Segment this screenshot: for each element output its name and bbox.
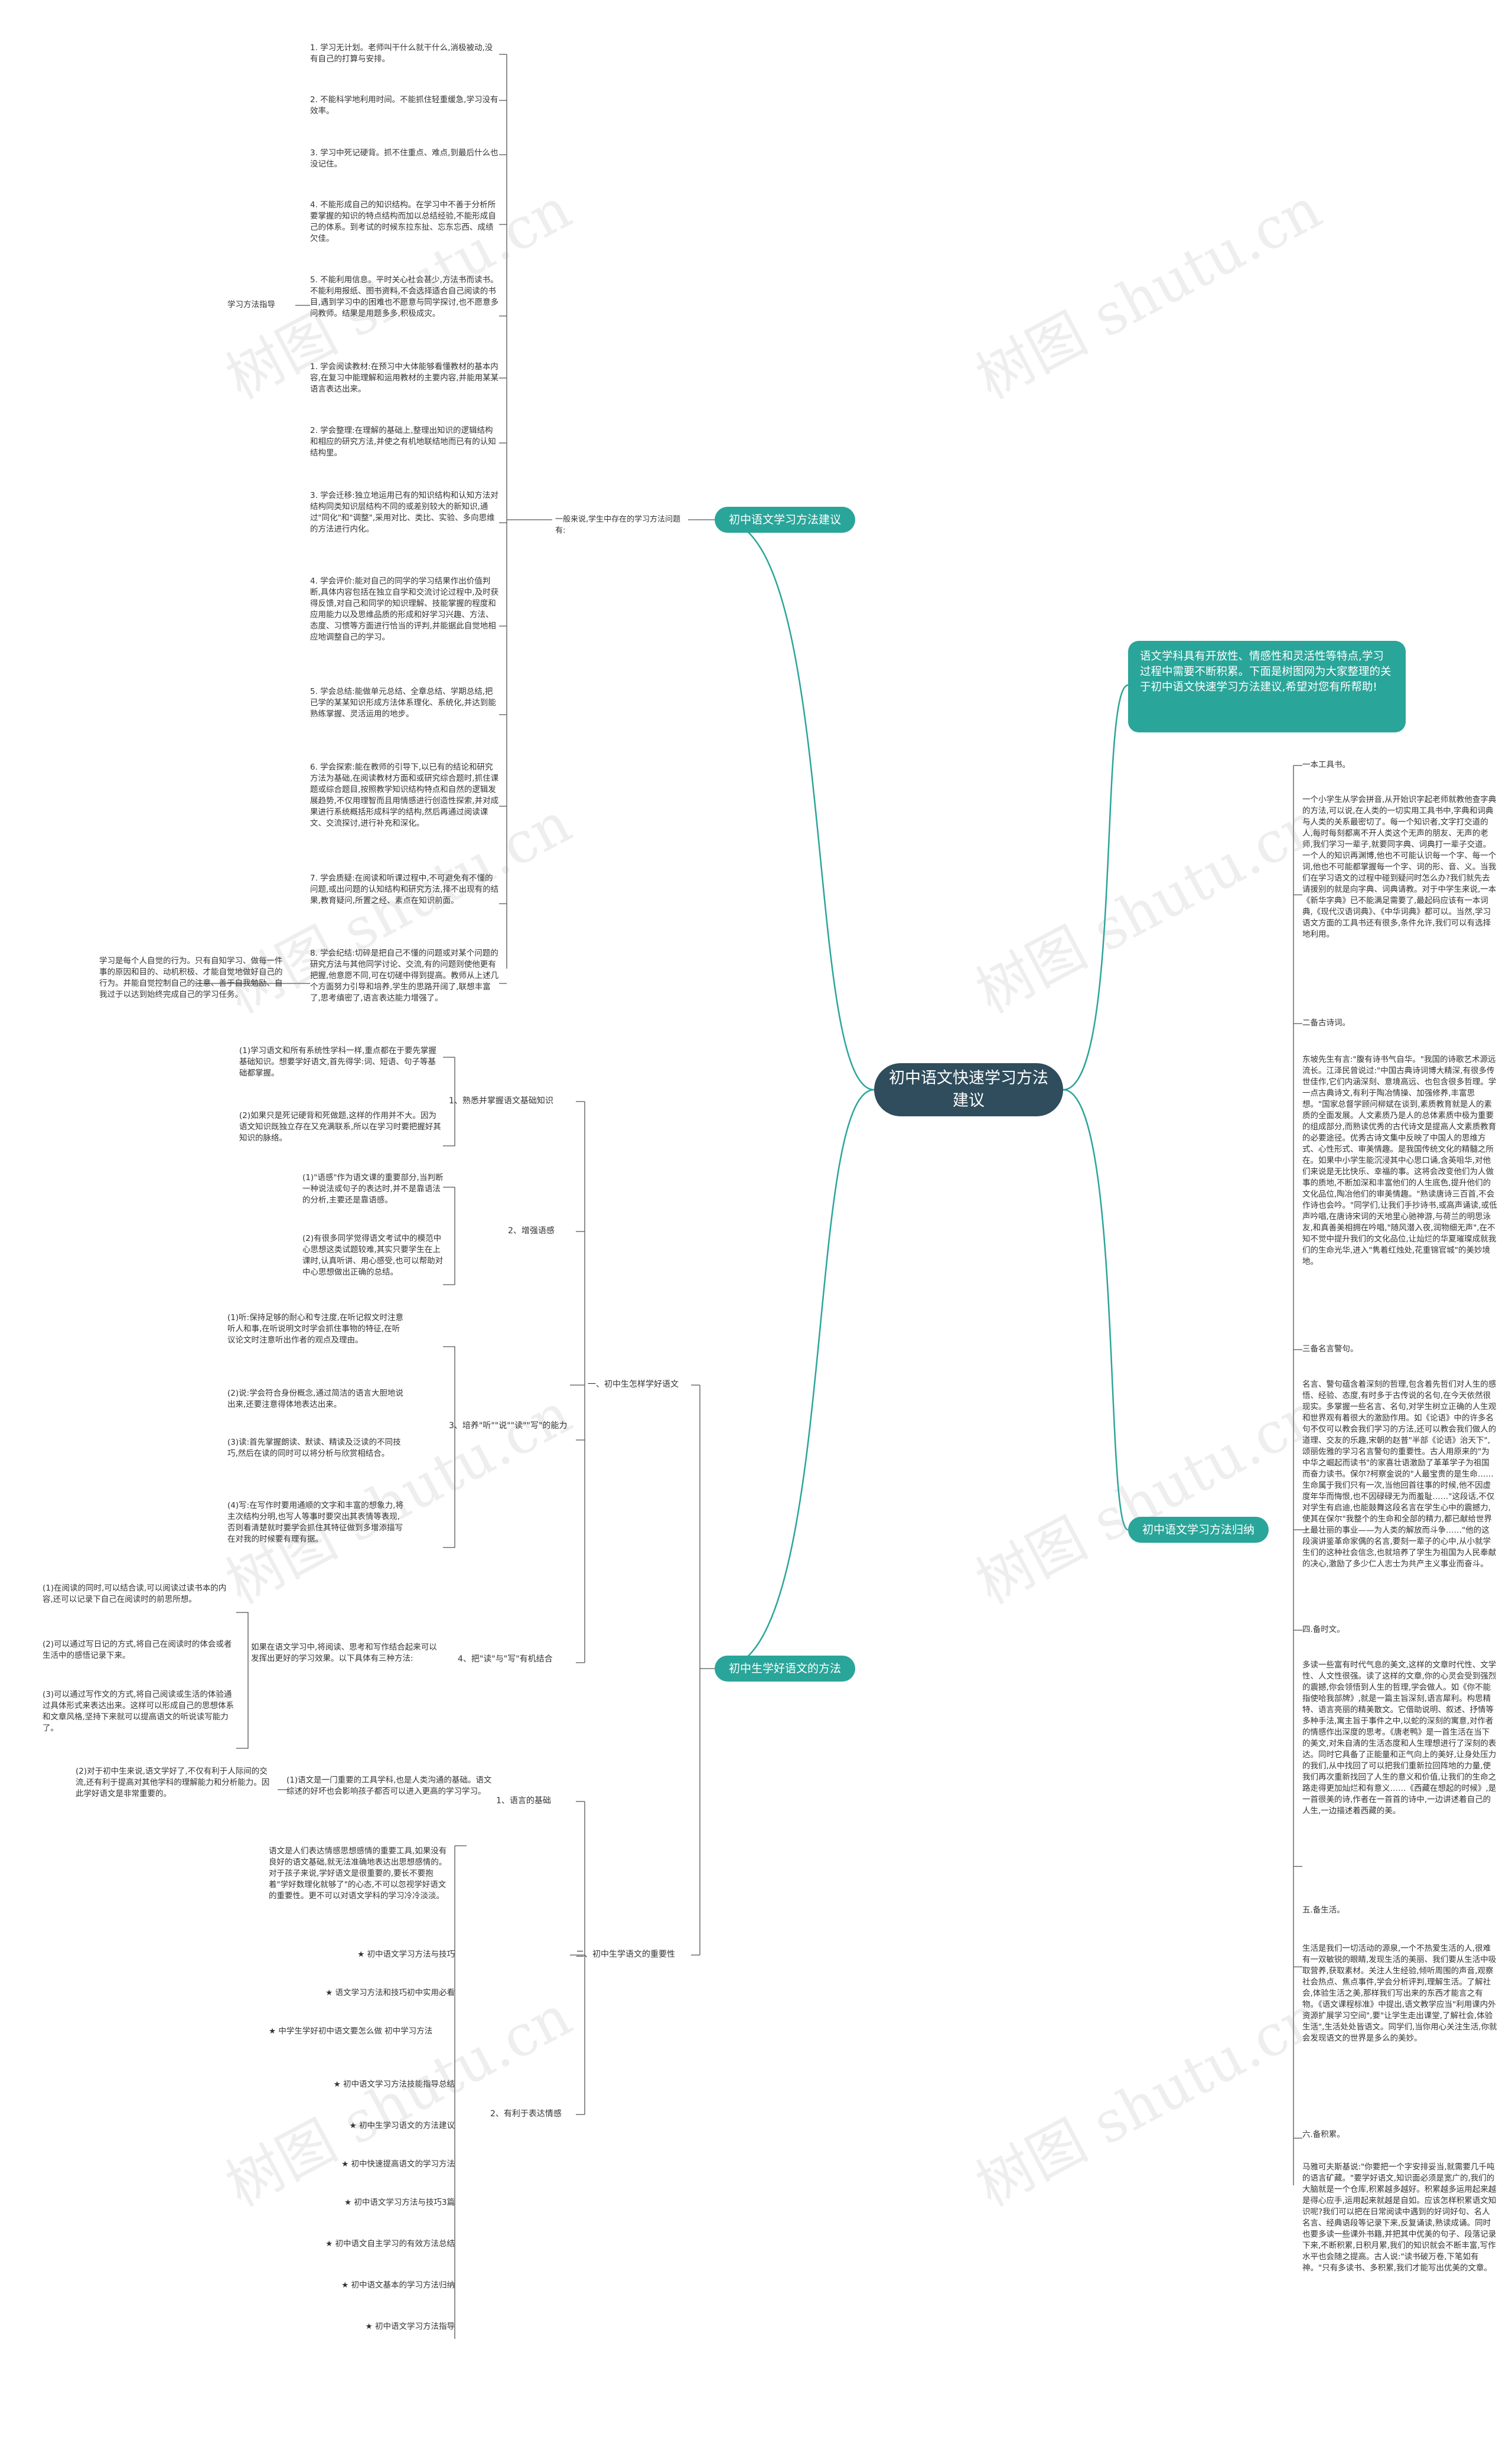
topic-item[interactable]: 马雅可夫斯基说:"你要把一个字安排妥当,就需要几千吨的语言矿藏。"要学好语文,知…: [1302, 2162, 1497, 2273]
related-link[interactable]: ★ 初中快速提高语文的学习方法: [341, 2159, 455, 2169]
problem-item[interactable]: 3. 学习中死记硬背。抓不住重点、难点,到最后什么也没记住。: [310, 148, 498, 169]
problem-item[interactable]: 2. 不能科学地利用时间。不能抓住轻重缓急,学习没有效率。: [310, 95, 498, 116]
related-link[interactable]: ★ 初中生学习语文的方法建议: [349, 2121, 455, 2130]
guidance-item[interactable]: 8. 学会纪结:切碎是把自己不懂的问题或对某个问题的研究方法与其他同学讨论、交流…: [310, 949, 499, 1003]
topic-item[interactable]: 六.备积累。: [1302, 2130, 1345, 2139]
related-link[interactable]: ★ 中学生学好初中语文要怎么做 初中学习方法: [269, 2027, 433, 2036]
note[interactable]: (2)如果只是死记硬背和死做题,这样的作用并不大。因为语文知识既独立存在又充满联…: [239, 1111, 441, 1143]
topic-item[interactable]: 三备名言警句。: [1302, 1344, 1358, 1354]
topic-item[interactable]: 一本工具书。: [1302, 760, 1350, 770]
item-read-write[interactable]: 4、把"读"与"写"有机结合: [458, 1654, 553, 1664]
guidance-item[interactable]: 7. 学会质疑:在阅读和听课过程中,不可避免有不懂的问题,或出问题的认知结构和研…: [310, 874, 499, 905]
item-basic-knowledge[interactable]: 1、熟悉并掌握语文基础知识: [449, 1096, 553, 1106]
note[interactable]: (1)"语感"作为语文课的重要部分,当判断一种说法或句子的表达时,并不是靠语法的…: [302, 1173, 444, 1205]
problem-item[interactable]: 1. 学习无计划。老师叫干什么就干什么,消极被动,没有自己的打算与安排。: [310, 43, 493, 64]
guidance-item[interactable]: 2. 学会整理:在理解的基础上,整理出知识的逻辑结构和相应的研究方法,并使之有机…: [310, 426, 496, 458]
branch-method-summary[interactable]: 初中语文学习方法归纳: [1128, 1517, 1269, 1543]
topic-item[interactable]: 生活是我们一切活动的源泉,一个不热爱生活的人,很难有一双敏锐的眼睛,发现生活的美…: [1302, 1944, 1497, 2043]
branch-study-method-advice[interactable]: 初中语文学习方法建议: [715, 507, 856, 533]
item-four-skills[interactable]: 3、培养"听""说""读""写"的能力: [449, 1421, 568, 1431]
problem-item[interactable]: 4. 不能形成自己的知识结构。在学习中不善于分析所要掌握的知识的特点结构而加以总…: [310, 200, 496, 243]
note[interactable]: 语文是人们表达情感思想感情的重要工具,如果没有良好的语文基础,就无法准确地表达出…: [269, 1846, 447, 1901]
item-language-base[interactable]: 1、语言的基础: [496, 1796, 551, 1806]
problem-item[interactable]: 5. 不能利用信息。平时关心社会甚少,方法书而读书。不能利用报纸、图书资料,不会…: [310, 275, 499, 318]
guidance-item[interactable]: 1. 学会阅读教材:在预习中大体能够看懂教材的基本内容,在复习中能理解和运用教材…: [310, 362, 499, 394]
note[interactable]: (1)在阅读的同时,可以结合读,可以阅读过读书本的内容,还可以记录下自己在阅读时…: [43, 1584, 227, 1604]
note[interactable]: (1)语文是一门重要的工具学科,也是人类沟通的基础。语文综述的好坏也会影响孩子都…: [286, 1775, 492, 1796]
guide-label[interactable]: 学习方法指导: [227, 300, 275, 309]
topic-item[interactable]: 五.备生活。: [1302, 1905, 1345, 1915]
related-link[interactable]: ★ 初中语文基本的学习方法归纳: [341, 2280, 455, 2290]
guidance-item[interactable]: 6. 学会探索:能在教师的引导下,以已有的结论和研究方法为基础,在阅读教材方面和…: [310, 763, 499, 828]
topic-item[interactable]: 二备古诗词。: [1302, 1018, 1350, 1028]
part-how-to-learn[interactable]: 一、初中生怎样学好语文: [588, 1380, 679, 1389]
summary-note[interactable]: 学习是每个人自觉的行为。只有自知学习、做每一件事的原因和目的、动机积极、才能自觉…: [99, 956, 283, 999]
note[interactable]: (2)对于初中生来说,语文学好了,不仅有利于人际间的交流,还有利于提高对其他学科…: [76, 1767, 270, 1799]
related-link[interactable]: ★ 语文学习方法和技巧初中实用必看: [325, 1988, 455, 1998]
note[interactable]: (1)听:保持足够的耐心和专注度,在听记叙文时注意听人和事,在听说明文时学会抓住…: [227, 1313, 403, 1345]
topic-item[interactable]: 名言、警句蕴含着深刻的哲理,包含着先哲们对人生的感悟、经验、态度,有时多于古传说…: [1302, 1380, 1497, 1569]
related-link[interactable]: ★ 初中语文学习方法技能指导总结: [333, 2080, 455, 2089]
item-express-emotion[interactable]: 2、有利于表达情感: [490, 2109, 562, 2119]
root-topic[interactable]: 初中语文快速学习方法建议: [874, 1063, 1063, 1116]
note[interactable]: (2)可以通过写日记的方式,将自己在阅读时的体会或者生活中的感悟记录下来。: [43, 1640, 232, 1660]
topic-item[interactable]: 东坡先生有言:"腹有诗书气自华。"我国的诗歌艺术源远流长。江泽民曾说过:"中国古…: [1302, 1055, 1497, 1266]
note[interactable]: (3)读:首先掌握朗读、默读、精读及泛读的不同技巧,然后在读的同时可以将分析与欣…: [227, 1438, 401, 1458]
note[interactable]: (1)学习语文和所有系统性学科一样,重点都在于要先掌握基础知识。想要学好语文,首…: [239, 1046, 436, 1078]
note[interactable]: (4)写:在写作时要用通顺的文字和丰富的想象力,将主次结构分明,也写人等事时要突…: [227, 1501, 403, 1544]
guidance-item[interactable]: 4. 学会评价:能对自己的同学的学习结果作出价值判断,具体内容包括在独立自学和交…: [310, 576, 499, 642]
related-link[interactable]: ★ 初中语文学习方法指导: [365, 2322, 455, 2331]
note[interactable]: (2)有很多同学觉得语文考试中的模范中心思想这类试题较难,其实只要学生在上课时,…: [302, 1234, 444, 1277]
topic-item[interactable]: 多读一些富有时代气息的美文,这样的文章时代性、文学性、人文性很强。读了这样的文章…: [1302, 1660, 1497, 1816]
guidance-item[interactable]: 5. 学会总结:能做单元总结、全章总结、学期总结,把已学的某某知识形成方法体系理…: [310, 687, 496, 719]
related-link[interactable]: ★ 初中语文自主学习的有效方法总结: [325, 2239, 455, 2249]
note[interactable]: (3)可以通过写作文的方式,将自己阅读或生活的体验通过具体形式来表达出来。这样可…: [43, 1690, 234, 1733]
problems-intro[interactable]: 一般来说,学生中存在的学习方法问题有:: [555, 515, 681, 535]
note[interactable]: (2)说:学会符合身份概念,通过简洁的语言大胆地说出来,还要注意得体地表达出来。: [227, 1389, 403, 1409]
related-link[interactable]: ★ 初中语文学习方法与技巧: [357, 1950, 455, 1959]
topic-item[interactable]: 四.备时文。: [1302, 1625, 1345, 1634]
guidance-item[interactable]: 3. 学会迁移:独立地运用已有的知识结构和认知方法对结构同类知识层结构不同的或差…: [310, 491, 498, 534]
topic-item[interactable]: 一个小学生从学会拼音,从开始识字起老师就教他查字典的方法,可以说,在人类的一切实…: [1302, 795, 1497, 939]
related-link[interactable]: ★ 初中语文学习方法与技巧3篇: [344, 2198, 455, 2207]
intro-note[interactable]: 语文学科具有开放性、情感性和灵活性等特点,学习过程中需要不断积累。下面是树图网为…: [1128, 641, 1406, 732]
branch-learn-chinese-well[interactable]: 初中生学好语文的方法: [715, 1656, 856, 1682]
part-importance[interactable]: 二、初中生学语文的重要性: [576, 1950, 675, 1959]
read-write-intro[interactable]: 如果在语文学习中,将阅读、思考和写作结合起来可以发挥出更好的学习效果。以下具体有…: [251, 1643, 437, 1663]
item-language-sense[interactable]: 2、增强语感: [508, 1226, 555, 1236]
